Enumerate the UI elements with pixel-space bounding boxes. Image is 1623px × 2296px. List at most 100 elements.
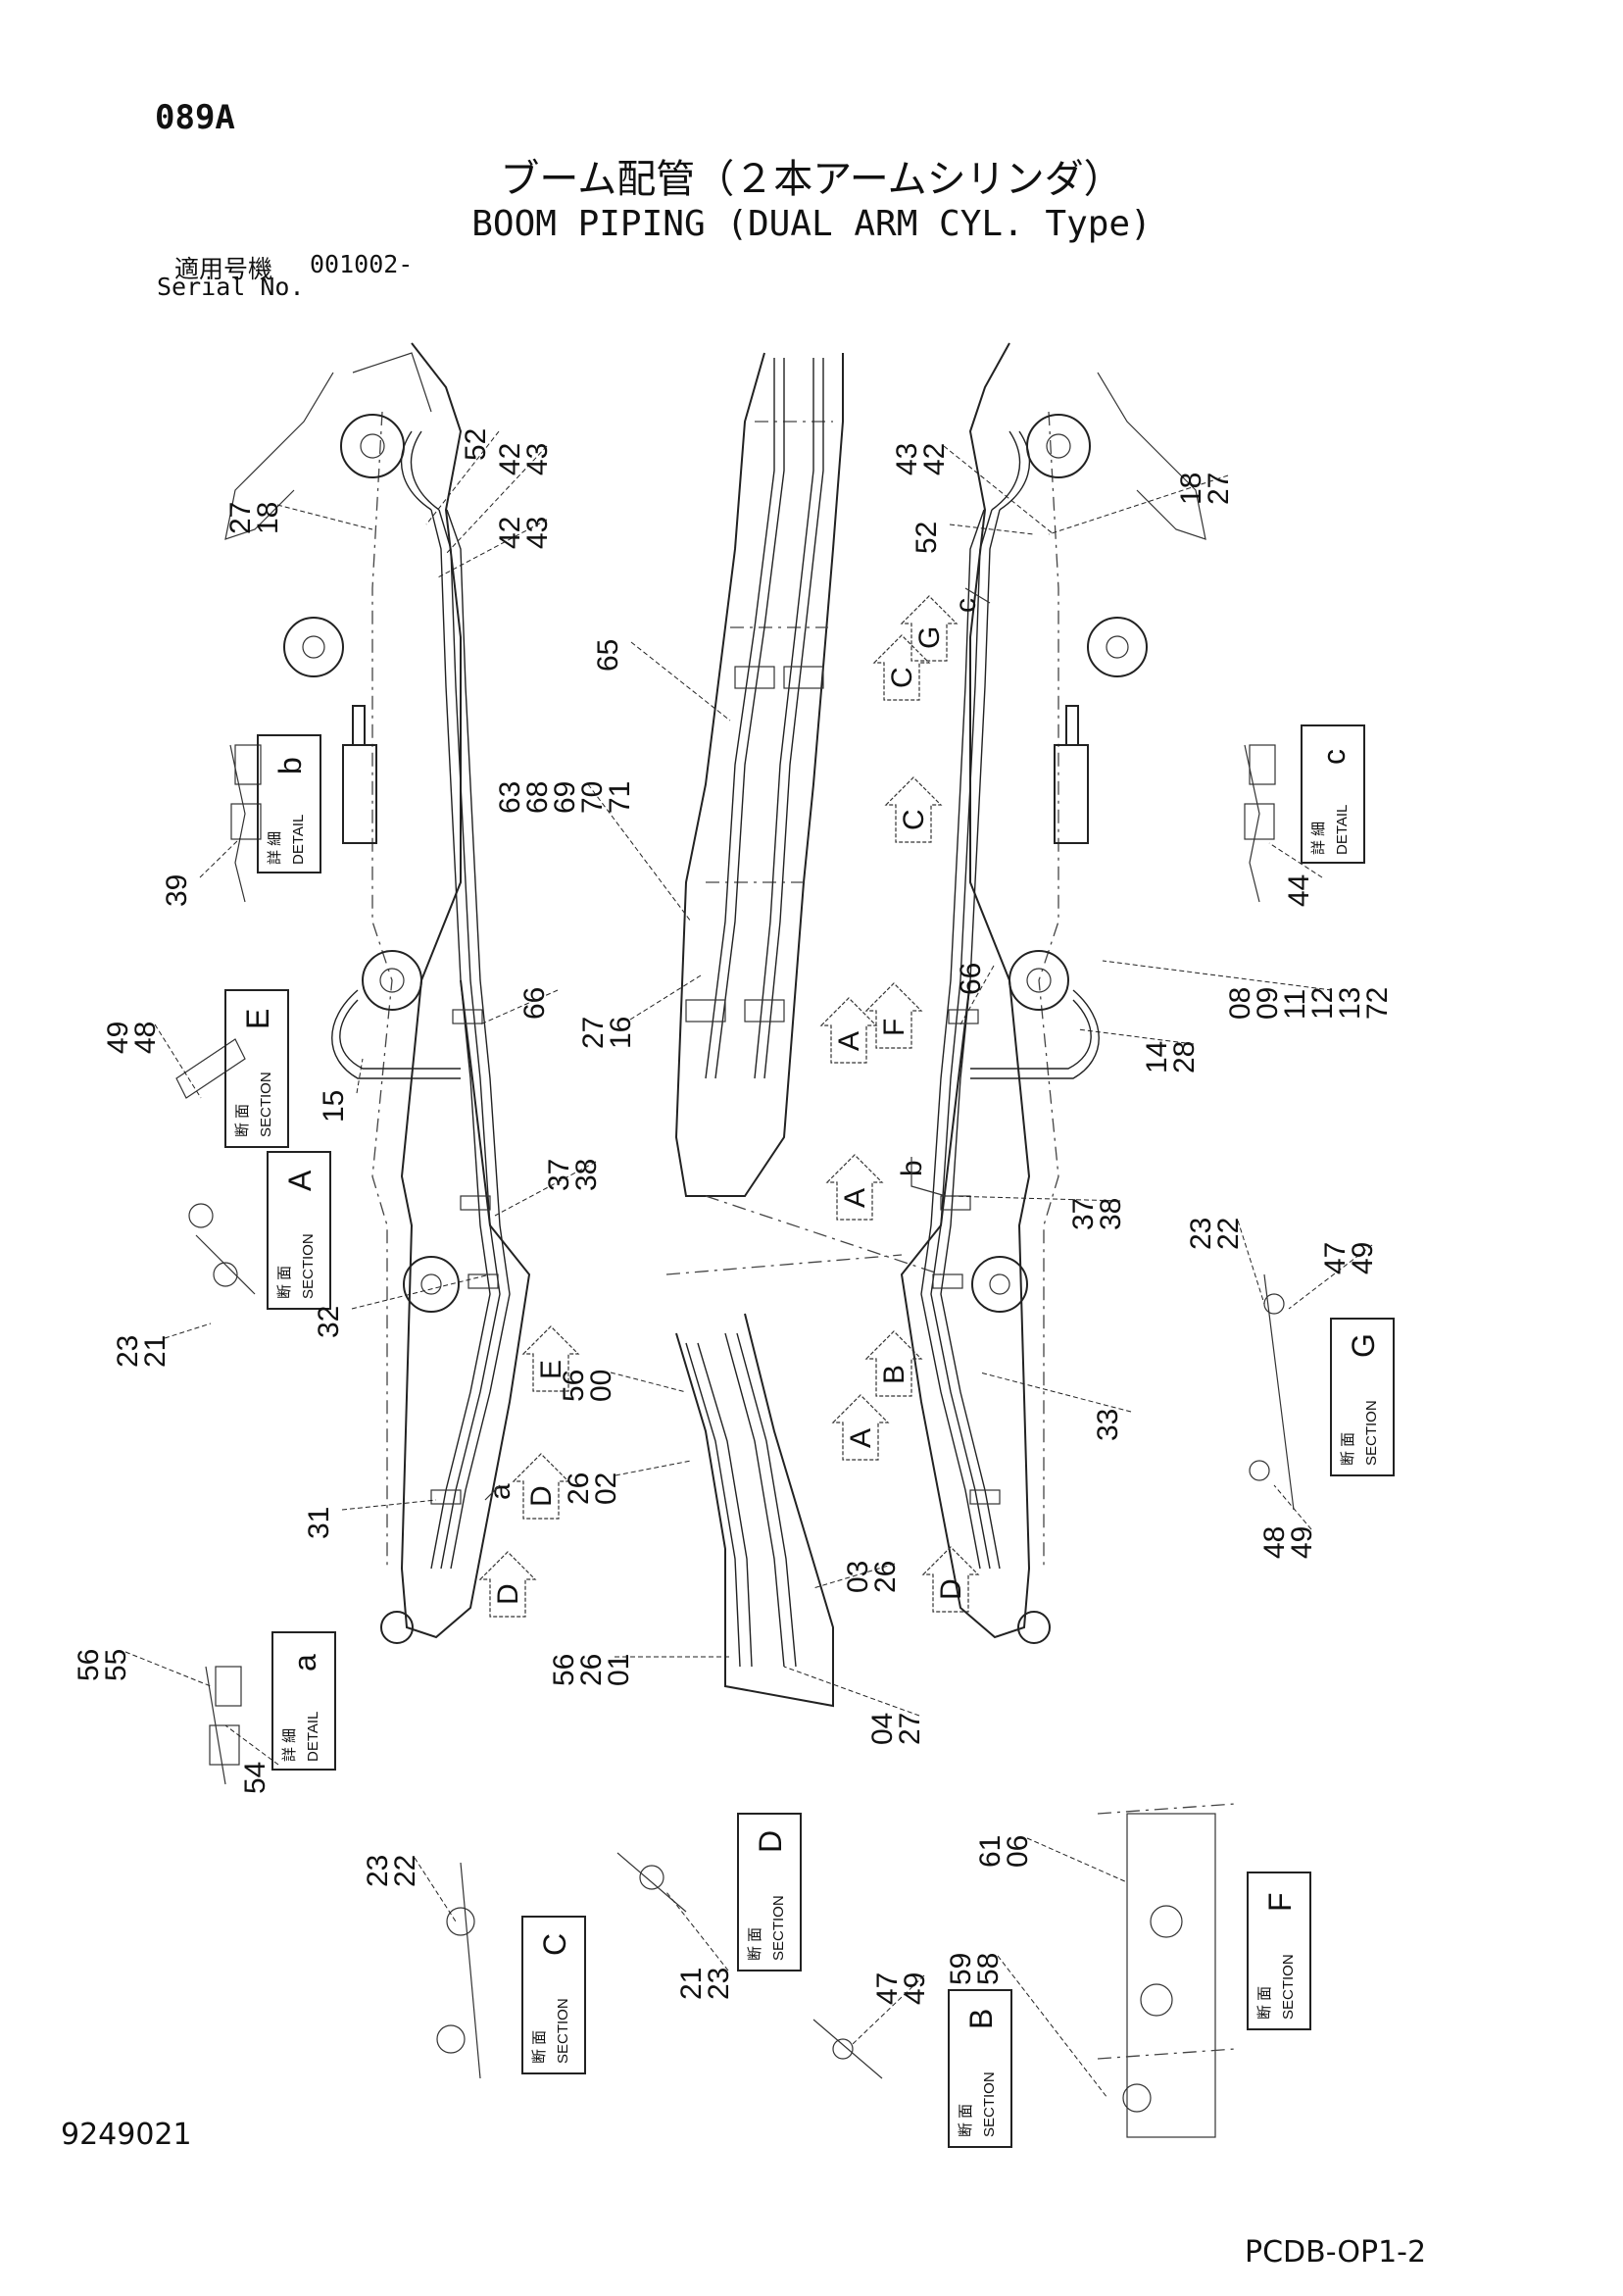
leader-line [1237, 1220, 1265, 1305]
view-marker-letter: B [878, 1365, 910, 1384]
part-label: 562601 [548, 1654, 635, 1686]
view-marker: D [512, 1453, 570, 1520]
part-label: 4243 [494, 443, 554, 475]
leader-line [154, 1023, 202, 1099]
leader-line [425, 430, 500, 525]
leader-line [1026, 1837, 1128, 1883]
tag-letter: a [287, 1654, 322, 1672]
leader-line [997, 1955, 1108, 2099]
leader-line [630, 641, 731, 722]
tag-letter: c [1316, 749, 1352, 765]
part-label: 4948 [102, 1022, 162, 1054]
detail-tag-a: 詳 細 DETAIL a [271, 1631, 336, 1771]
leader-line [783, 1666, 920, 1717]
leader-line [414, 1857, 457, 1922]
detail-tag-c: 詳 細 DETAIL c [1301, 724, 1365, 864]
page-number: 089A [155, 98, 235, 137]
tag-en: SECTION [770, 1895, 787, 1961]
part-label: 5655 [73, 1649, 132, 1681]
view-marker: A [825, 1154, 884, 1221]
part-label: 39 [161, 874, 193, 907]
tag-en: SECTION [300, 1233, 317, 1299]
part-label: 2718 [224, 502, 284, 534]
view-marker-letter: D [525, 1485, 558, 1507]
part-label: 31 [303, 1507, 335, 1539]
title-japanese: ブーム配管（２本アームシリンダ） [500, 157, 1123, 202]
ref-letter-a: a [484, 1483, 516, 1500]
leader-line [494, 1161, 597, 1217]
tag-en: SECTION [1280, 1954, 1297, 2020]
tag-letter: A [282, 1170, 318, 1191]
boom-pin-left [362, 950, 422, 1011]
left-boom-view [224, 342, 531, 1644]
part-label: 2602 [563, 1472, 622, 1505]
part-label: 4849 [1258, 1526, 1318, 1559]
tag-en: SECTION [981, 2071, 998, 2137]
view-marker-letter: D [492, 1583, 524, 1605]
serial-label-japanese: 適用号機 [174, 255, 273, 283]
section-tag-b: 断 面 SECTION B [948, 1989, 1012, 2148]
tag-en: DETAIL [305, 1712, 321, 1762]
leader-line [587, 783, 692, 923]
tag-jp: 断 面 [276, 1266, 293, 1299]
section-tag-f: 断 面 SECTION F [1247, 1872, 1311, 2030]
tag-en: SECTION [258, 1072, 274, 1137]
leader-line [615, 1460, 692, 1476]
part-label: 32 [313, 1306, 345, 1338]
tag-letter: C [537, 1933, 572, 1956]
part-label: 4749 [871, 1972, 931, 2005]
title-english: BOOM PIPING (DUAL ARM CYL. Type) [471, 204, 1152, 244]
part-label: 3738 [543, 1159, 603, 1191]
leader-line [356, 1058, 364, 1094]
view-marker-letter: C [898, 809, 930, 830]
view-marker-letter: A [833, 1031, 865, 1051]
part-label: 66 [518, 987, 551, 1020]
leader-lines [124, 430, 1373, 2099]
leader-line [276, 504, 373, 530]
leader-line [1288, 1244, 1373, 1310]
part-label: 44 [1283, 874, 1315, 907]
leader-line [1273, 1484, 1312, 1530]
part-label: 4243 [494, 517, 554, 549]
view-marker-letter: G [913, 626, 946, 649]
leader-line [435, 519, 548, 579]
section-tag-a: 断 面 SECTION A [267, 1151, 331, 1310]
leader-line [124, 1651, 212, 1687]
part-label: 33 [1092, 1409, 1124, 1441]
right-boom-view [900, 342, 1206, 1644]
view-marker-letter: A [845, 1428, 877, 1448]
view-marker: D [921, 1546, 980, 1613]
leader-line [164, 1323, 212, 1339]
leader-line [445, 445, 548, 555]
part-label: 15 [318, 1090, 350, 1123]
tag-letter: G [1346, 1333, 1381, 1358]
leader-line [199, 837, 241, 878]
leader-line [341, 1499, 437, 1511]
tag-letter: B [963, 2009, 999, 2029]
tag-jp: 詳 細 [1310, 822, 1327, 855]
leader-line [950, 1195, 1121, 1202]
tag-letter: F [1262, 1892, 1298, 1912]
part-label: 65 [592, 639, 624, 672]
tag-en: SECTION [1363, 1400, 1380, 1466]
leader-line [949, 524, 1035, 535]
tag-jp: 断 面 [1340, 1432, 1356, 1466]
part-label: 2123 [675, 1968, 735, 2000]
view-marker: F [864, 982, 923, 1049]
tag-letter: b [272, 757, 308, 774]
view-marker: G [900, 595, 959, 662]
tag-jp: 断 面 [1256, 1986, 1273, 2020]
tag-jp: 断 面 [531, 2030, 548, 2064]
leader-line [665, 1891, 729, 1972]
part-label: 54 [239, 1762, 271, 1794]
view-marker: B [864, 1330, 923, 1397]
part-label: 66 [955, 963, 987, 995]
view-marker: A [819, 997, 878, 1064]
leader-line [1268, 842, 1323, 878]
view-marker-letter: C [886, 667, 918, 688]
leader-line [959, 965, 995, 1025]
part-label: 52 [910, 522, 943, 554]
part-label: 0427 [866, 1713, 926, 1745]
